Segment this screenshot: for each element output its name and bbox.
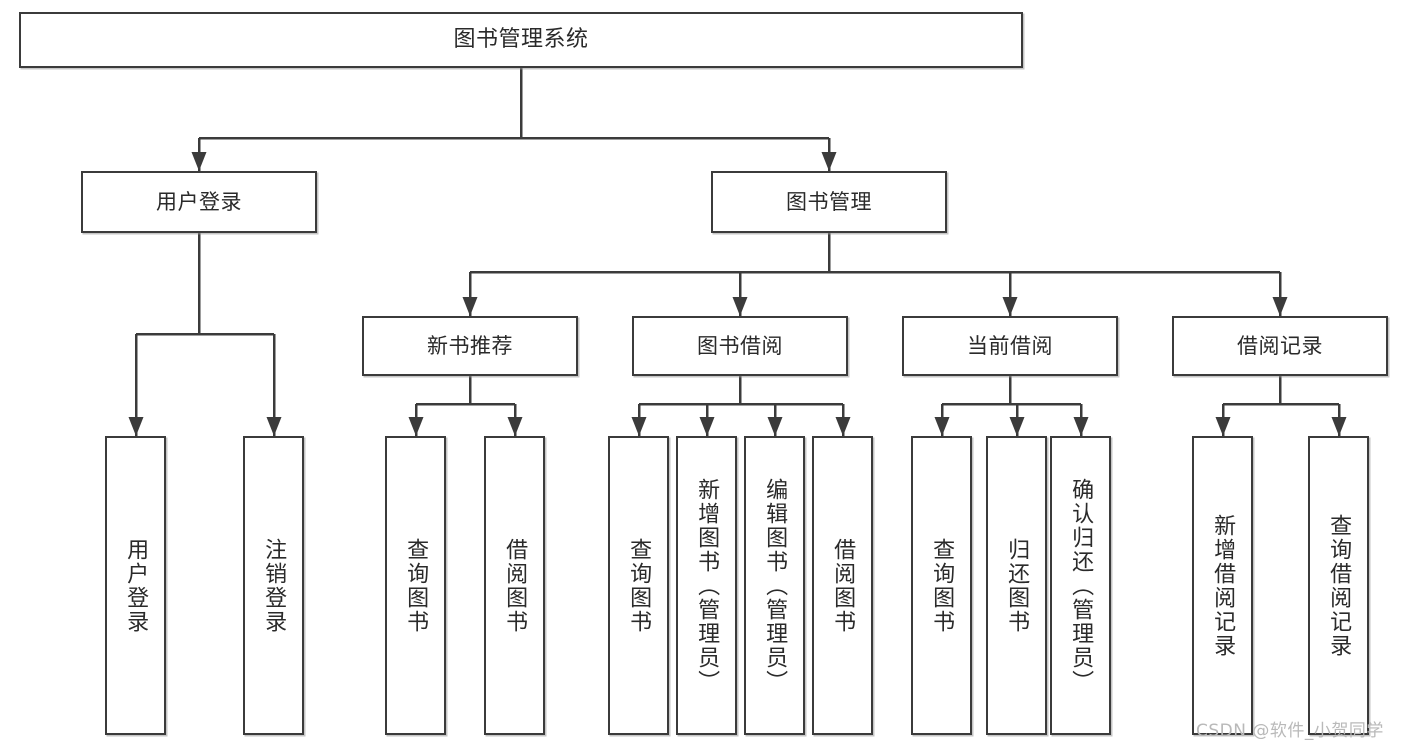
node-l6[interactable]: 新增图书（管理员）: [676, 436, 737, 735]
node-bookmgmt[interactable]: 图书管理: [711, 171, 947, 233]
node-label: 查询图书: [626, 537, 652, 634]
arrowhead-icon: [128, 417, 144, 436]
arrowhead-icon: [1272, 297, 1288, 316]
node-login[interactable]: 用户登录: [81, 171, 317, 233]
arrowhead-icon: [462, 297, 478, 316]
node-label: 当前借阅: [967, 333, 1053, 358]
node-l1[interactable]: 用户登录: [105, 436, 166, 735]
node-label: 新书推荐: [427, 333, 513, 358]
node-label: 编辑图书（管理员）: [762, 477, 788, 694]
watermark: CSDN @软件_小贺同学: [1196, 721, 1384, 741]
node-label: 图书借阅: [697, 333, 783, 358]
node-l9[interactable]: 查询图书: [911, 436, 972, 735]
arrowhead-icon: [699, 417, 715, 436]
node-l10[interactable]: 归还图书: [986, 436, 1047, 735]
node-l5[interactable]: 查询图书: [608, 436, 669, 735]
node-root[interactable]: 图书管理系统: [19, 12, 1023, 68]
arrowhead-icon: [266, 417, 282, 436]
arrowhead-icon: [1009, 417, 1025, 436]
node-label: 注销登录: [261, 537, 287, 634]
node-label: 图书管理系统: [453, 27, 589, 53]
node-label: 图书管理: [786, 189, 872, 214]
arrowhead-icon: [191, 152, 207, 171]
node-label: 查询借阅记录: [1326, 513, 1352, 658]
arrowhead-icon: [934, 417, 950, 436]
node-label: 查询图书: [403, 537, 429, 634]
node-newbook[interactable]: 新书推荐: [362, 316, 578, 376]
node-label: 查询图书: [929, 537, 955, 634]
node-label: 借阅图书: [830, 537, 856, 634]
arrowhead-icon: [1002, 297, 1018, 316]
node-l12[interactable]: 新增借阅记录: [1192, 436, 1253, 735]
node-l7[interactable]: 编辑图书（管理员）: [744, 436, 805, 735]
node-label: 新增借阅记录: [1210, 513, 1236, 658]
arrowhead-icon: [821, 152, 837, 171]
node-label: 用户登录: [156, 189, 242, 214]
node-l3[interactable]: 查询图书: [385, 436, 446, 735]
arrowhead-icon: [732, 297, 748, 316]
arrowhead-icon: [408, 417, 424, 436]
arrowhead-icon: [1331, 417, 1347, 436]
node-l11[interactable]: 确认归还（管理员）: [1050, 436, 1111, 735]
node-label: 用户登录: [123, 537, 149, 634]
arrowhead-icon: [507, 417, 523, 436]
node-l13[interactable]: 查询借阅记录: [1308, 436, 1369, 735]
arrowhead-icon: [835, 417, 851, 436]
node-label: 借阅记录: [1237, 333, 1323, 358]
arrowhead-icon: [767, 417, 783, 436]
node-l2[interactable]: 注销登录: [243, 436, 304, 735]
node-label: 归还图书: [1004, 537, 1030, 634]
node-label: 确认归还（管理员）: [1068, 477, 1094, 694]
node-borrow[interactable]: 图书借阅: [632, 316, 848, 376]
arrowhead-icon: [1073, 417, 1089, 436]
arrowhead-icon: [1215, 417, 1231, 436]
node-label: 新增图书（管理员）: [694, 477, 720, 694]
node-label: 借阅图书: [502, 537, 528, 634]
node-l4[interactable]: 借阅图书: [484, 436, 545, 735]
node-records[interactable]: 借阅记录: [1172, 316, 1388, 376]
arrowhead-icon: [631, 417, 647, 436]
node-l8[interactable]: 借阅图书: [812, 436, 873, 735]
node-current[interactable]: 当前借阅: [902, 316, 1118, 376]
